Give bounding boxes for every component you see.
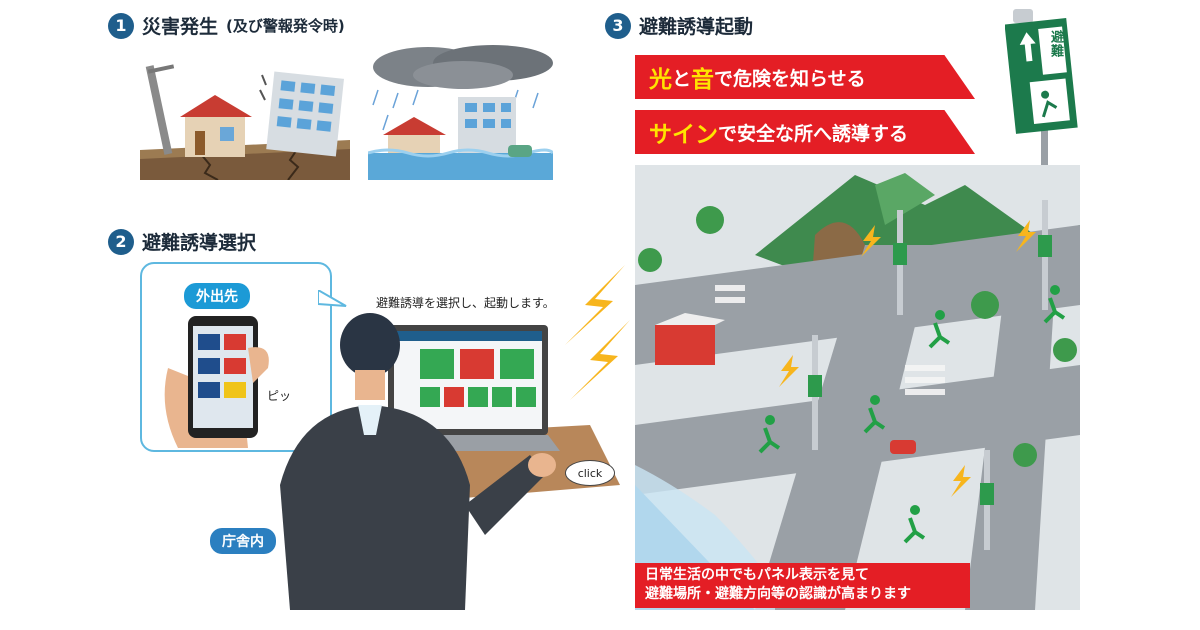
office-label: 庁舎内 [210,528,276,554]
signal-lightning-icon [565,265,630,400]
step2-header: 2 避難誘導選択 [108,228,256,255]
beep-label: ピッ [267,389,292,403]
step2-number: 2 [108,228,134,255]
banner1-em2: 音 [691,67,715,93]
step1-header: 1 災害発生 (及び警報発令時) [108,12,345,39]
step2-title: 避難誘導選択 [142,232,257,254]
banner2-em1: サイン [649,122,718,148]
awareness-line1: 日常生活の中でもパネル表示を見て [645,567,869,583]
banner1-rest: で危険を知らせる [714,67,866,90]
step1-subtitle: (及び警報発令時) [226,17,345,35]
bubble-tail [318,290,347,307]
awareness-line2: 避難場所・避難方向等の認識が高まります [645,586,911,602]
smartphone-hand-illustration [164,316,269,448]
step1-number: 1 [108,12,134,39]
evacuation-sign-icon [1005,9,1078,165]
step3-number: 3 [605,12,631,39]
sign-text: 避難 [1048,30,1063,58]
outside-label: 外出先 [184,283,250,309]
awareness-message-box: 日常生活の中でもパネル表示を見て 避難場所・避難方向等の認識が高まります [635,563,970,608]
click-label: click [577,466,603,480]
laptop-caption: 避難誘導を選択し、起動します。 [376,296,555,310]
sign-guide-banner: サイン で安全な所へ誘導する [635,110,975,154]
banner1-mid: と [672,67,692,90]
click-bubble: click [565,460,615,486]
step3-header: 3 避難誘導起動 [605,12,753,39]
earthquake-illustration [140,45,350,180]
step1-title: 災害発生 [142,16,219,38]
step3-title: 避難誘導起動 [639,16,754,38]
office-operator-illustration [280,313,620,610]
town-map-illustration [635,165,1080,610]
banner2-rest: で安全な所へ誘導する [718,122,909,145]
banner1-em1: 光 [649,67,672,93]
light-sound-banner: 光 と 音 で危険を知らせる [635,55,975,99]
flood-illustration [368,45,553,180]
